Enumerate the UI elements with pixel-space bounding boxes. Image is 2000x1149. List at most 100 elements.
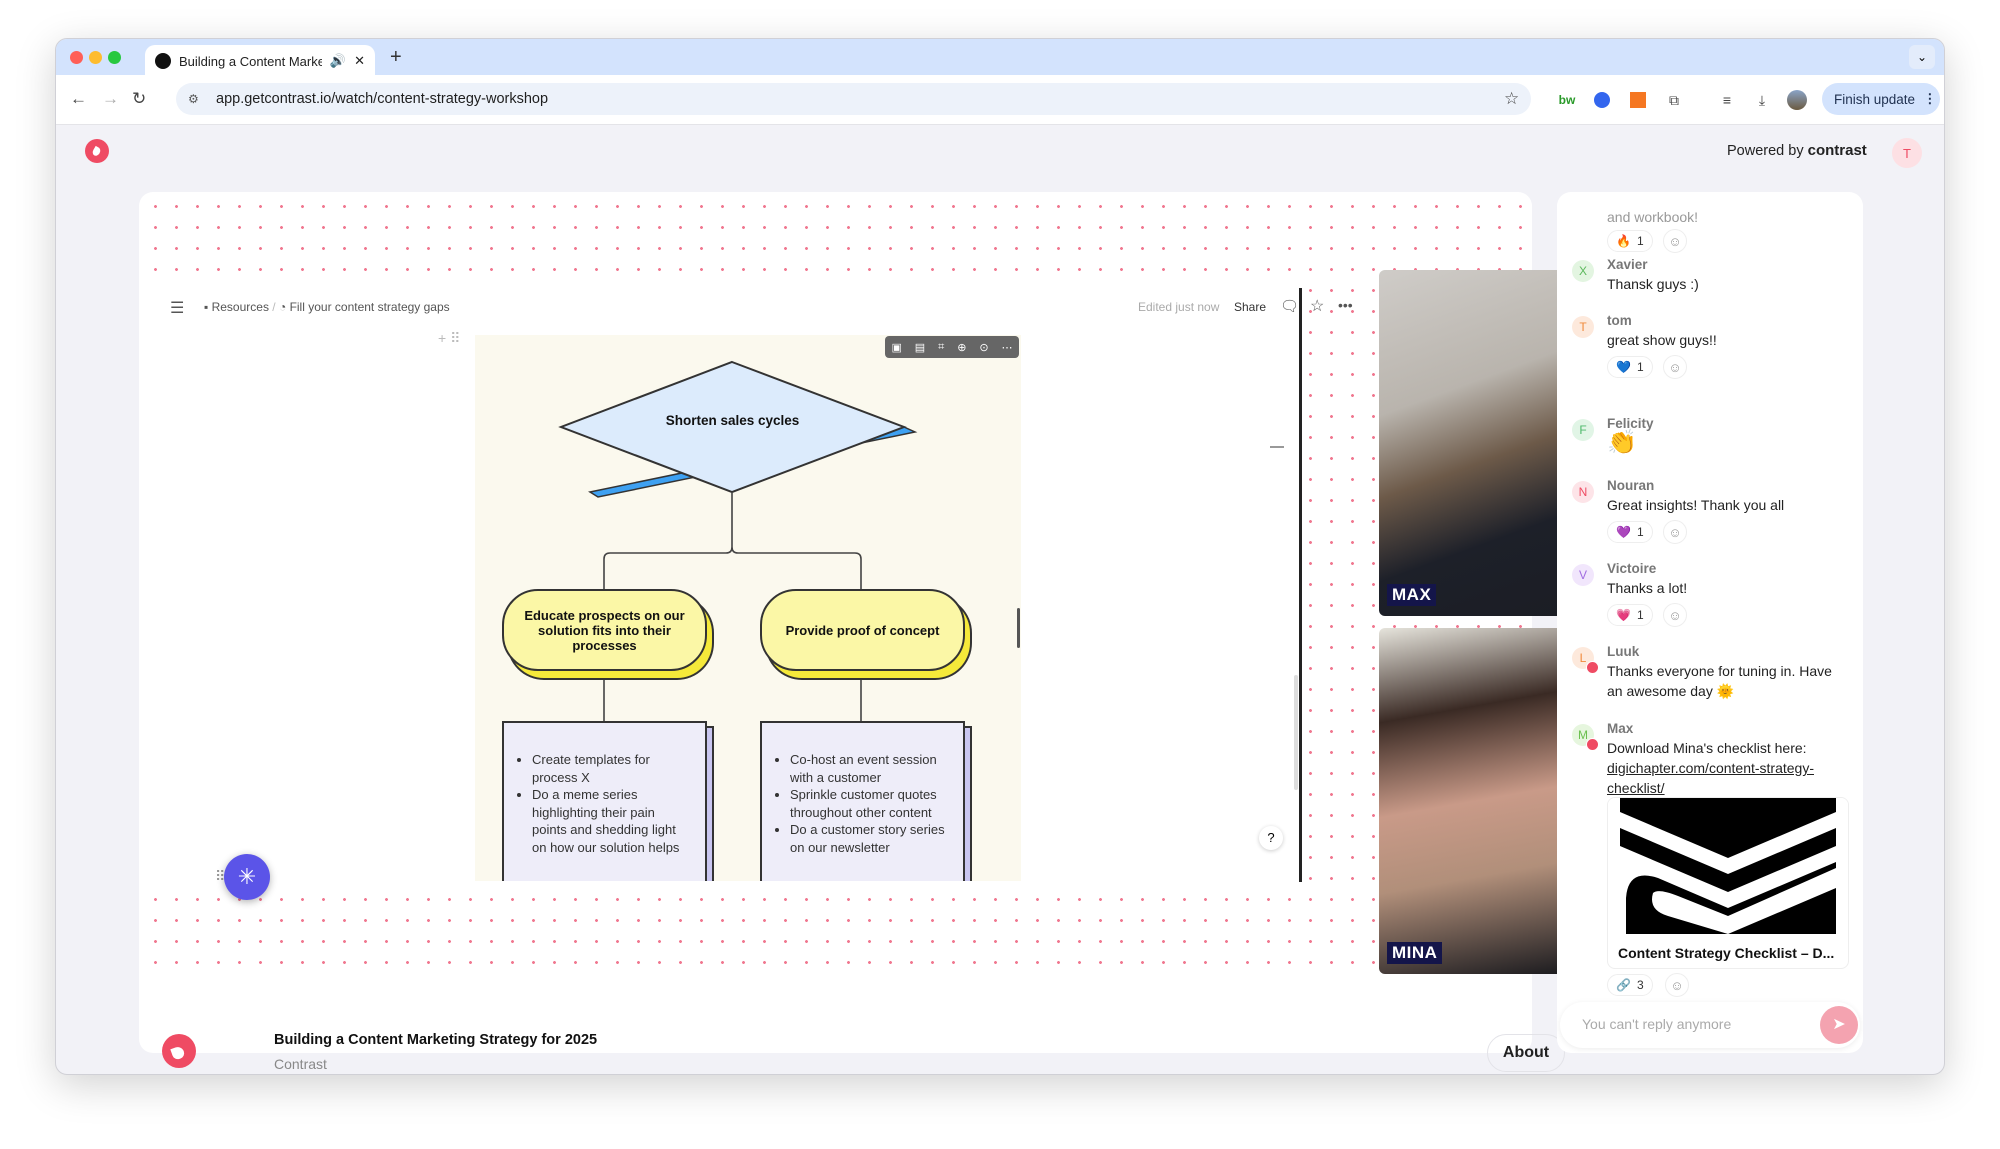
- tab-active[interactable]: Building a Content Marketing Strategy fo…: [145, 45, 375, 77]
- minimize-window-button[interactable]: [89, 51, 102, 64]
- message-text: Great insights! Thank you all: [1607, 497, 1785, 513]
- host-mic-badge-icon: [1586, 661, 1599, 674]
- reaction-chip[interactable]: 🔗3: [1607, 974, 1653, 996]
- list-item: Co-host an event session with a customer: [790, 751, 949, 786]
- participant-name-label: MINA: [1387, 942, 1443, 964]
- message-text: Thansk guys :): [1607, 276, 1699, 292]
- breadcrumb-page[interactable]: Fill your content strategy gaps: [289, 300, 450, 314]
- reaction-count: 1: [1636, 608, 1644, 622]
- add-reaction-icon[interactable]: ☺: [1663, 355, 1687, 379]
- maximize-window-button[interactable]: [108, 51, 121, 64]
- reaction-chip[interactable]: 🔥1: [1607, 230, 1653, 252]
- link-preview-card[interactable]: Content Strategy Checklist – D...: [1607, 797, 1849, 969]
- hubspot-extension-icon[interactable]: [1630, 92, 1646, 108]
- ai-assistant-button[interactable]: ✳: [224, 854, 270, 900]
- chat-author: Luuk: [1607, 644, 1640, 659]
- send-button[interactable]: ➤: [1820, 1006, 1858, 1044]
- reaction-chip[interactable]: 💜1: [1607, 521, 1653, 543]
- reaction-chip[interactable]: 💙1: [1607, 356, 1653, 378]
- add-reaction-icon[interactable]: ☺: [1665, 973, 1689, 997]
- chat-author: Felicity: [1607, 416, 1654, 431]
- participant-name-label: MAX: [1387, 584, 1437, 606]
- menu-icon[interactable]: ☰: [170, 300, 185, 317]
- url-bar[interactable]: ⚙ app.getcontrast.io/watch/content-strat…: [176, 83, 1531, 115]
- reaction-emoji-icon: 💙: [1616, 360, 1631, 374]
- download-icon[interactable]: ⤓: [1758, 91, 1766, 108]
- crop-icon[interactable]: ⌗: [938, 340, 945, 353]
- add-reaction-icon[interactable]: ☺: [1663, 520, 1687, 544]
- more-vert-icon: ⋮: [1923, 91, 1937, 106]
- finish-update-button[interactable]: Finish update ⋮: [1822, 83, 1940, 115]
- video-tile-max[interactable]: MAX: [1379, 270, 1573, 616]
- share-button[interactable]: Share: [1234, 300, 1267, 314]
- user-avatar[interactable]: T: [1892, 138, 1922, 168]
- drag-handle-icon[interactable]: ⠿: [215, 868, 226, 884]
- chat-avatar: X: [1572, 260, 1594, 282]
- collapse-handle[interactable]: [1270, 446, 1284, 448]
- list-item: Sprinkle customer quotes throughout othe…: [790, 786, 949, 821]
- contrast-logo[interactable]: [85, 139, 109, 163]
- chat-input[interactable]: You can't reply anymore ➤: [1560, 1002, 1860, 1048]
- new-tab-button[interactable]: +: [390, 46, 402, 68]
- image-toolbar: ▣ ▤ ⌗ ⊕ ⊙ ⋯: [885, 336, 1019, 358]
- reaction-chip[interactable]: 💗1: [1607, 604, 1653, 626]
- chat-author: Max: [1607, 721, 1634, 736]
- media-controls-icon[interactable]: ≡: [1722, 92, 1732, 108]
- comment-icon[interactable]: ▣: [891, 341, 902, 354]
- message-link[interactable]: digichapter.com/content-strategy-checkli…: [1607, 760, 1814, 796]
- about-button[interactable]: About: [1487, 1034, 1565, 1072]
- resize-handle[interactable]: [1017, 608, 1020, 648]
- extensions-puzzle-icon[interactable]: ⧉: [1669, 91, 1679, 108]
- url-text: app.getcontrast.io/watch/content-strateg…: [216, 91, 549, 107]
- doc-scrollbar[interactable]: [1294, 675, 1298, 790]
- site-settings-icon[interactable]: ⚙: [188, 92, 199, 106]
- bookmark-star-icon[interactable]: ☆: [1504, 89, 1520, 108]
- forward-icon[interactable]: →: [102, 89, 119, 108]
- flowchart-connectors: [558, 360, 918, 721]
- favorite-star-icon[interactable]: ☆: [1310, 298, 1325, 315]
- tab-search-chevron-icon[interactable]: ⌄: [1909, 45, 1935, 69]
- video-tile-mina[interactable]: MINA: [1379, 628, 1573, 974]
- contrast-favicon-icon: [155, 53, 171, 69]
- caption-icon[interactable]: ▤: [914, 341, 926, 354]
- flowchart-image: ▣▤⌗⊕⊙⋯ Shorten sales cycles Educate pros…: [475, 335, 1021, 881]
- comment-icon[interactable]: 🗨: [1280, 298, 1300, 315]
- tab-title: Building a Content Marketing Strategy fo…: [179, 53, 322, 69]
- more-icon[interactable]: ⋯: [1001, 341, 1013, 354]
- chat-author: tom: [1607, 313, 1632, 328]
- link-preview-image: [1608, 798, 1848, 934]
- download-icon[interactable]: ⊙: [979, 341, 989, 354]
- help-icon[interactable]: ?: [1259, 826, 1283, 850]
- breadcrumb-resources[interactable]: Resources: [211, 300, 269, 314]
- list-item: Create templates for process X: [532, 751, 691, 786]
- chat-author: Xavier: [1607, 257, 1648, 272]
- link-preview-title: Content Strategy Checklist – D...: [1618, 945, 1835, 961]
- breadcrumb: ▪ Resources / ◔ Fill your content strate…: [204, 300, 450, 314]
- chat-input-placeholder: You can't reply anymore: [1582, 1016, 1732, 1032]
- chat-avatar: F: [1572, 419, 1594, 441]
- chat-avatar: N: [1572, 481, 1594, 503]
- add-reaction-icon[interactable]: ☺: [1663, 229, 1687, 253]
- add-block-icon[interactable]: + ⠿: [438, 330, 461, 346]
- reaction-emoji-icon: 💜: [1616, 525, 1631, 539]
- reload-icon[interactable]: ↻: [132, 89, 147, 108]
- zoom-icon[interactable]: ⊕: [957, 341, 967, 354]
- more-options-icon[interactable]: •••: [1338, 297, 1353, 313]
- close-window-button[interactable]: [70, 51, 83, 64]
- reaction-count: 3: [1636, 978, 1644, 992]
- bw-extension-icon[interactable]: bw: [1558, 93, 1576, 107]
- branch-educate: Educate prospects on our solution fits i…: [502, 589, 707, 671]
- finish-update-label: Finish update: [1834, 91, 1916, 107]
- browser-window: Building a Content Marketing Strategy fo…: [55, 38, 1945, 1075]
- message-text: 👏: [1607, 429, 1637, 456]
- blue-circle-extension-icon[interactable]: [1594, 92, 1610, 108]
- reaction-count: 1: [1636, 234, 1644, 248]
- powered-by: Powered by contrast: [1727, 142, 1867, 159]
- back-icon[interactable]: ←: [70, 89, 87, 108]
- reaction-count: 1: [1636, 525, 1644, 539]
- address-toolbar: ← → ↻ ⚙ app.getcontrast.io/watch/content…: [56, 75, 1944, 125]
- add-reaction-icon[interactable]: ☺: [1663, 603, 1687, 627]
- close-tab-icon[interactable]: ✕: [354, 53, 365, 68]
- profile-avatar[interactable]: [1787, 90, 1807, 110]
- message-text: Thanks a lot!: [1607, 580, 1688, 596]
